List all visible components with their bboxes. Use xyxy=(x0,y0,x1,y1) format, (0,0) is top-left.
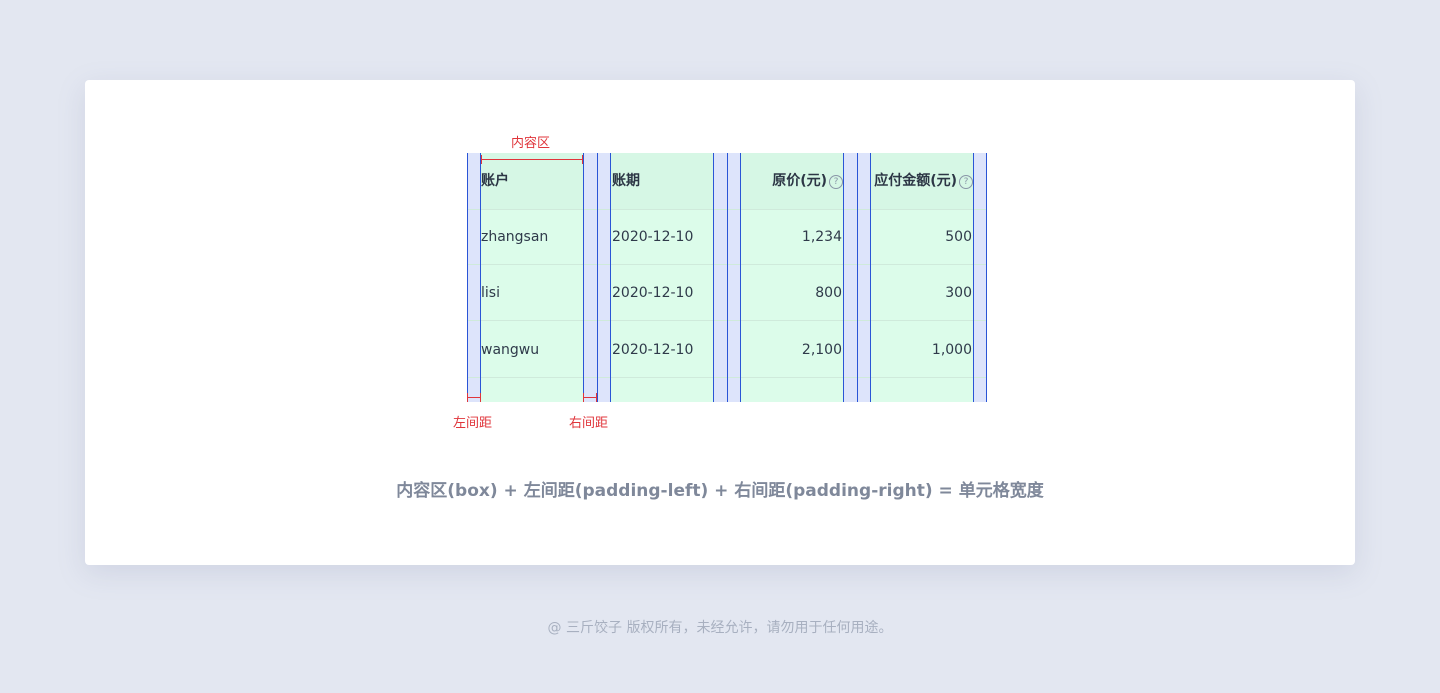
header-account: 账户 xyxy=(481,173,509,189)
padding-band-col1-col2 xyxy=(583,153,610,402)
width-formula: 内容区(box) + 左间距(padding-left) + 右间距(paddi… xyxy=(396,481,1044,501)
dimension-tick xyxy=(582,155,583,164)
padding-right-label: 右间距 xyxy=(569,416,609,431)
guide-line xyxy=(480,153,481,402)
padding-right-band-col4 xyxy=(973,153,987,402)
help-icon[interactable]: ? xyxy=(829,175,843,189)
guide-line xyxy=(467,153,468,402)
cell-account: zhangsan xyxy=(481,229,549,245)
header-billing-period: 账期 xyxy=(612,173,640,189)
guide-line xyxy=(857,153,858,402)
padding-left-label: 左间距 xyxy=(453,416,493,431)
guide-line xyxy=(713,153,714,402)
guide-line xyxy=(583,153,584,402)
guide-line xyxy=(973,153,974,402)
header-original-price-label: 原价(元) xyxy=(772,173,827,189)
header-tint-col3 xyxy=(740,153,843,209)
padding-band-col3-col4 xyxy=(843,153,870,402)
dimension-tick xyxy=(596,393,597,402)
header-tint-col2 xyxy=(610,153,713,209)
guide-line xyxy=(740,153,741,402)
cell-billing-period: 2020-12-10 xyxy=(612,342,694,358)
guide-line xyxy=(727,153,728,402)
content-area-label: 内容区 xyxy=(511,136,551,151)
diagram-card: 账户 账期 原价(元)? 应付金额(元)? zhangsan 2020-12-1… xyxy=(85,80,1355,565)
cell-padding-diagram: 账户 账期 原价(元)? 应付金额(元)? zhangsan 2020-12-1… xyxy=(85,80,1355,440)
cell-original-price: 1,234 xyxy=(801,229,842,245)
guide-line xyxy=(610,153,611,402)
padding-left-band-col1 xyxy=(467,153,481,402)
header-amount-due: 应付金额(元)? xyxy=(870,171,973,191)
dimension-tick xyxy=(467,393,468,402)
cell-account: wangwu xyxy=(481,342,540,358)
dimension-tick xyxy=(481,155,482,164)
cell-amount-due: 500 xyxy=(945,229,972,245)
header-tint-col4 xyxy=(870,153,973,209)
cell-billing-period: 2020-12-10 xyxy=(612,229,694,245)
padding-right-dimension-line xyxy=(583,397,597,398)
cell-original-price: 2,100 xyxy=(801,342,842,358)
header-original-price: 原价(元)? xyxy=(740,171,843,191)
header-amount-due-label: 应付金额(元) xyxy=(874,173,957,189)
cell-account: lisi xyxy=(481,285,500,301)
dimension-tick xyxy=(480,393,481,402)
padding-band-col2-col3 xyxy=(713,153,740,402)
help-icon[interactable]: ? xyxy=(959,175,973,189)
guide-line xyxy=(597,153,598,402)
dimension-tick xyxy=(583,393,584,402)
guide-line xyxy=(986,153,987,402)
guide-line xyxy=(870,153,871,402)
guide-line xyxy=(843,153,844,402)
content-area-dimension-line xyxy=(481,159,583,160)
copyright-footer: @ 三斤饺子 版权所有，未经允许，请勿用于任何用途。 xyxy=(547,620,893,636)
cell-billing-period: 2020-12-10 xyxy=(612,285,694,301)
cell-amount-due: 300 xyxy=(945,285,972,301)
padding-left-dimension-line xyxy=(467,397,481,398)
header-tint-col1 xyxy=(481,153,583,209)
cell-amount-due: 1,000 xyxy=(931,342,972,358)
cell-original-price: 800 xyxy=(815,285,842,301)
